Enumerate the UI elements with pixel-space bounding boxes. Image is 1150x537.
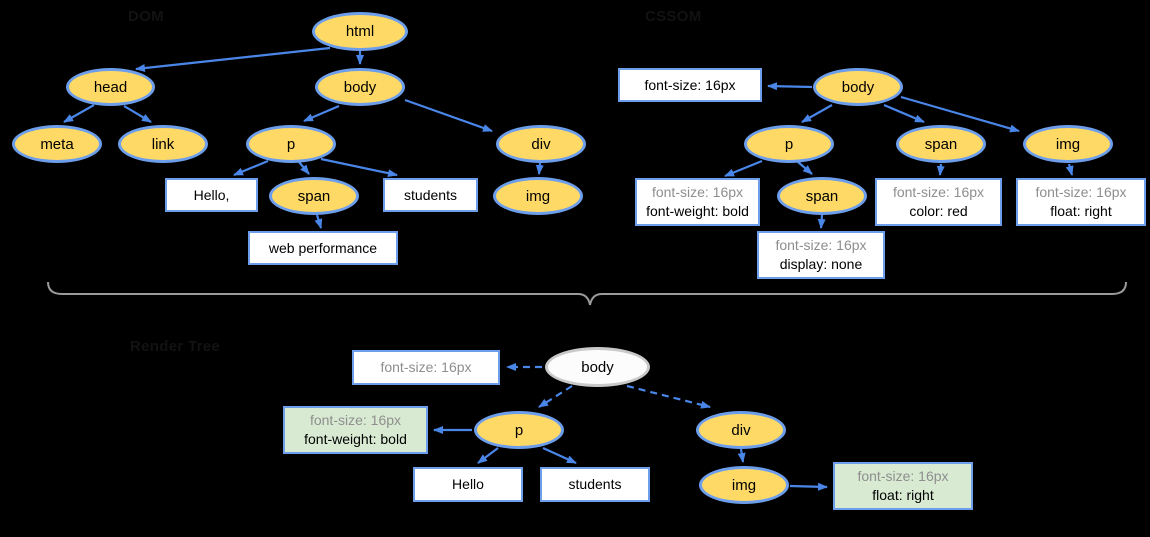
- arrow-cssom-span-to-style: [936, 163, 945, 176]
- cssom-style-span-child-line2: display: none: [779, 256, 863, 272]
- arrow-div-to-img: [535, 162, 544, 175]
- cssom-style-img-line2: float: right: [1050, 203, 1112, 219]
- render-style-body: font-size: 16px: [352, 350, 500, 385]
- cssom-section-label: CSSOM: [645, 8, 702, 25]
- arrow-body-to-div: [404, 98, 493, 133]
- cssom-style-span-line2: color: red: [909, 203, 968, 219]
- arrow-p-to-span: [298, 161, 310, 175]
- arrow-render-img-to-style: [789, 482, 828, 491]
- render-section-label: Render Tree: [130, 338, 221, 355]
- arrow-render-body-to-div: [626, 384, 711, 409]
- cssom-style-img: font-size: 16px float: right: [1016, 178, 1146, 226]
- cssom-style-span-line1: font-size: 16px: [892, 184, 985, 201]
- cssom-style-p: font-size: 16px font-weight: bold: [635, 178, 760, 226]
- dom-node-body: body: [315, 68, 405, 106]
- cssom-style-p-line1: font-size: 16px: [651, 184, 744, 201]
- arrow-cssom-body-to-style: [767, 82, 813, 91]
- cssom-node-span: span: [896, 125, 986, 163]
- dom-node-meta: meta: [12, 125, 102, 163]
- dom-text-web-performance: web performance: [248, 231, 398, 265]
- dom-text-hello: Hello,: [165, 178, 258, 212]
- render-node-img: img: [699, 466, 789, 504]
- render-text-students: students: [540, 467, 650, 502]
- dom-section-label: DOM: [128, 8, 164, 25]
- arrow-head-to-meta: [63, 104, 95, 123]
- dom-node-link: link: [118, 125, 208, 163]
- cssom-node-body: body: [813, 68, 903, 106]
- arrow-render-body-to-p: [538, 385, 573, 408]
- render-node-body: body: [545, 347, 650, 387]
- arrow-p-to-students: [320, 157, 398, 178]
- arrow-p-to-hello: [233, 159, 269, 177]
- arrow-render-p-to-students: [542, 446, 577, 465]
- dom-node-span: span: [269, 177, 359, 215]
- dom-node-img: img: [493, 177, 583, 215]
- cssom-style-img-line1: font-size: 16px: [1035, 184, 1127, 201]
- cssom-style-body: font-size: 16px: [618, 68, 762, 102]
- arrow-cssom-body-to-p: [801, 104, 833, 123]
- render-node-div: div: [696, 411, 786, 449]
- render-style-img-line2: float: right: [872, 487, 934, 503]
- arrow-cssom-img-to-style: [1065, 163, 1074, 176]
- cssom-node-span-child: span: [777, 177, 867, 215]
- render-style-body-line1: font-size: 16px: [380, 359, 472, 376]
- arrow-render-div-to-img: [737, 448, 746, 463]
- combine-brace: [47, 281, 1127, 306]
- cssom-style-p-line2: font-weight: bold: [646, 203, 749, 219]
- arrow-cssom-body-to-span: [883, 103, 925, 124]
- dom-node-p: p: [246, 125, 336, 163]
- render-style-p-line1: font-size: 16px: [309, 412, 402, 429]
- arrow-render-p-to-hello: [477, 447, 499, 464]
- cssom-style-span-child: font-size: 16px display: none: [757, 231, 885, 279]
- dom-node-head: head: [66, 68, 155, 106]
- render-style-p-line2: font-weight: bold: [304, 431, 407, 447]
- arrow-cssom-p-to-span: [797, 161, 813, 175]
- cssom-style-span: font-size: 16px color: red: [875, 178, 1002, 226]
- render-text-hello: Hello: [413, 467, 523, 502]
- arrow-cssom-p-to-style: [724, 159, 763, 178]
- arrow-head-to-link: [123, 105, 152, 123]
- render-style-p: font-size: 16px font-weight: bold: [283, 406, 428, 454]
- render-style-img: font-size: 16px float: right: [833, 462, 973, 510]
- arrow-html-to-head: [135, 46, 331, 73]
- cssom-style-span-child-line1: font-size: 16px: [775, 237, 867, 254]
- dom-node-div: div: [496, 125, 586, 163]
- render-node-p: p: [474, 411, 564, 449]
- arrow-cssom-spanchild-to-style: [817, 214, 826, 229]
- render-style-img-line1: font-size: 16px: [857, 468, 949, 485]
- cssom-node-img: img: [1023, 125, 1113, 163]
- cssom-style-body-line1: font-size: 16px: [644, 76, 736, 93]
- arrow-body-to-p: [303, 104, 340, 123]
- cssom-node-p: p: [744, 125, 834, 163]
- arrow-span-to-webperformance: [314, 214, 323, 229]
- dom-text-students: students: [383, 178, 478, 212]
- dom-node-html: html: [312, 12, 408, 51]
